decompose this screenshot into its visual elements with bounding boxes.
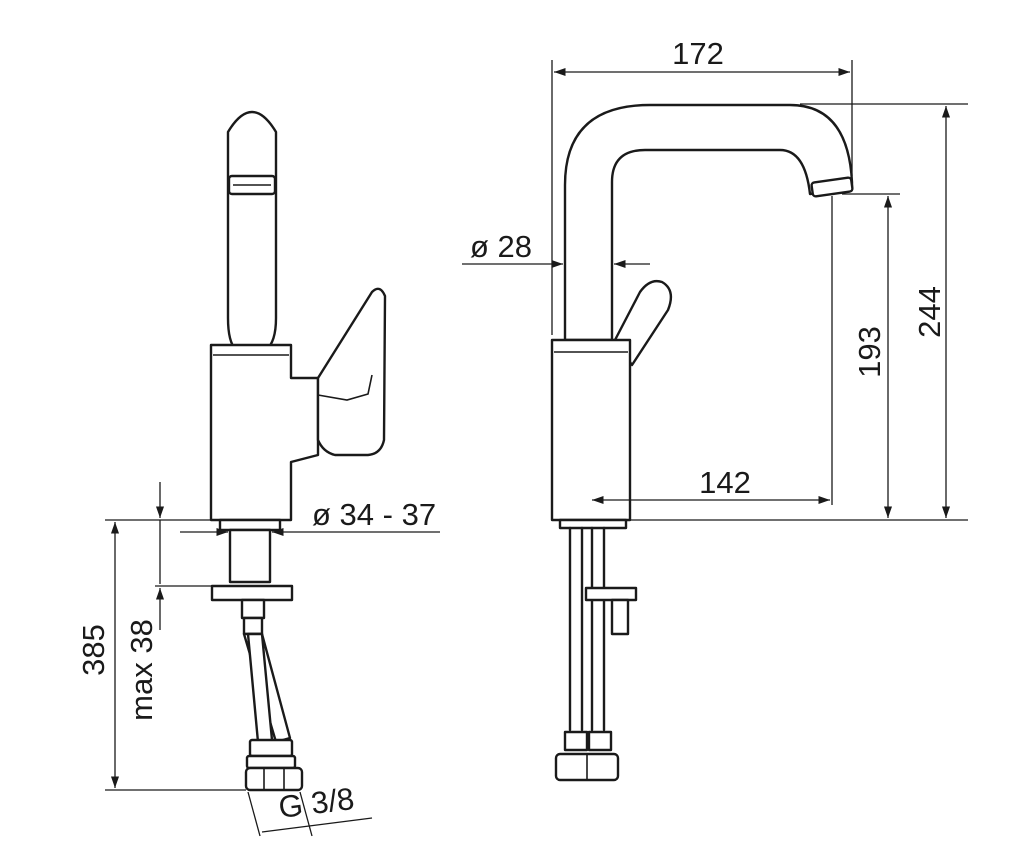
dim-385-label: 385 bbox=[76, 624, 111, 676]
dim-diameter-base-label: ø 34 - 37 bbox=[312, 497, 436, 532]
side-faucet-body bbox=[209, 343, 320, 522]
dim-142-label: 142 bbox=[699, 465, 751, 500]
side-mounting-plate bbox=[210, 584, 294, 602]
dim-172-label: 172 bbox=[672, 36, 724, 71]
dim-193-label: 193 bbox=[852, 326, 887, 378]
dim-244-label: 244 bbox=[912, 286, 947, 338]
side-lever-handle bbox=[316, 287, 387, 457]
side-hose-nut bbox=[244, 766, 304, 792]
front-curved-spout bbox=[563, 103, 854, 342]
front-aerator bbox=[810, 176, 854, 198]
side-view-dimensions: 385 max 38 ø 34 - 37 G 3/8 bbox=[76, 482, 440, 837]
dim-diameter-spout-label: ø 28 bbox=[470, 229, 532, 264]
side-view-faucet bbox=[209, 111, 387, 792]
side-spout-column bbox=[226, 111, 278, 352]
front-view-faucet bbox=[550, 103, 854, 782]
dim-max38-label: max 38 bbox=[124, 619, 159, 721]
front-view-dimensions: 172 ø 28 244 193 142 bbox=[462, 36, 968, 521]
front-mounting-plate bbox=[584, 586, 638, 602]
front-faucet-body bbox=[550, 338, 632, 522]
